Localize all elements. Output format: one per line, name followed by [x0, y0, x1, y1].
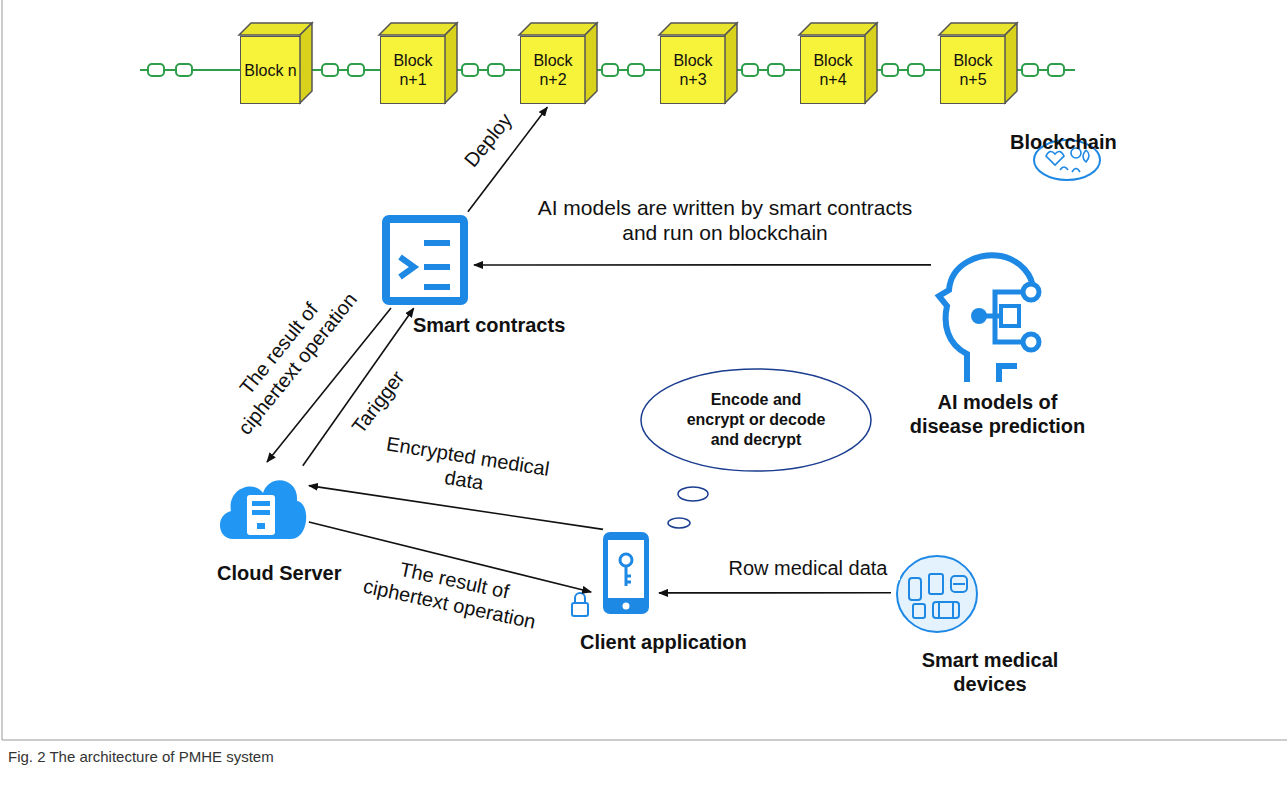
icon-node: Cloud Server	[215, 465, 305, 545]
lock-icon	[572, 593, 588, 616]
node-heading: Smart contracts	[413, 313, 565, 337]
edge-label: The result of ciphertext operation	[352, 548, 552, 635]
thought-dots	[668, 487, 708, 528]
edge-label: AI models are written by smart contracts…	[533, 195, 917, 245]
block-cube: Block n+4	[800, 36, 866, 104]
icon-node: Client application	[595, 530, 655, 615]
block-cube: Block n	[240, 36, 301, 104]
node-heading: AI models of disease prediction	[905, 390, 1090, 438]
ai-icon	[935, 250, 1040, 385]
block-label: Block n+3	[661, 51, 725, 89]
node-heading: Client application	[580, 630, 747, 654]
block-label: Block n+2	[521, 51, 585, 89]
arrow-connector	[659, 592, 891, 594]
sc-icon	[380, 215, 470, 305]
thought-ellipse: Encode and encrypt or decode and decrypt	[640, 368, 872, 472]
block-cube: Block n+3	[660, 36, 726, 104]
edge-label: The result of ciphertext operation	[208, 266, 367, 447]
node-heading: Smart medical devices	[915, 648, 1065, 696]
arrow-connector	[474, 264, 931, 266]
block-cube: Block n+5	[940, 36, 1006, 104]
section-label: Blockchain	[1010, 130, 1117, 154]
block-label: Block n+5	[941, 51, 1005, 89]
edge-label: Encrypted medical data	[371, 430, 560, 506]
node-heading: Cloud Server	[217, 561, 341, 585]
phone-icon	[595, 530, 655, 615]
block-cube: Block n+2	[520, 36, 586, 104]
edge-label: Row medical data	[716, 556, 900, 580]
block-label: Block n+1	[381, 51, 445, 89]
edge-label: Deploy	[449, 96, 527, 184]
block-label: Block n	[244, 61, 296, 80]
frame-lines	[2, 0, 1287, 740]
bubble-text: Encode and encrypt or decode and decrypt	[682, 390, 830, 450]
block-cube: Block n+1	[380, 36, 446, 104]
cloud-icon	[215, 465, 305, 545]
icon-node: Smart contracts	[380, 215, 470, 305]
arrow-connector	[309, 486, 603, 530]
block-label: Block n+4	[801, 51, 865, 89]
icon-node: Smart medical devices	[895, 552, 980, 637]
icon-node: AI models of disease prediction	[935, 250, 1040, 385]
figure-caption: Fig. 2 The architecture of PMHE system	[8, 748, 274, 765]
dev-icon	[895, 552, 980, 637]
